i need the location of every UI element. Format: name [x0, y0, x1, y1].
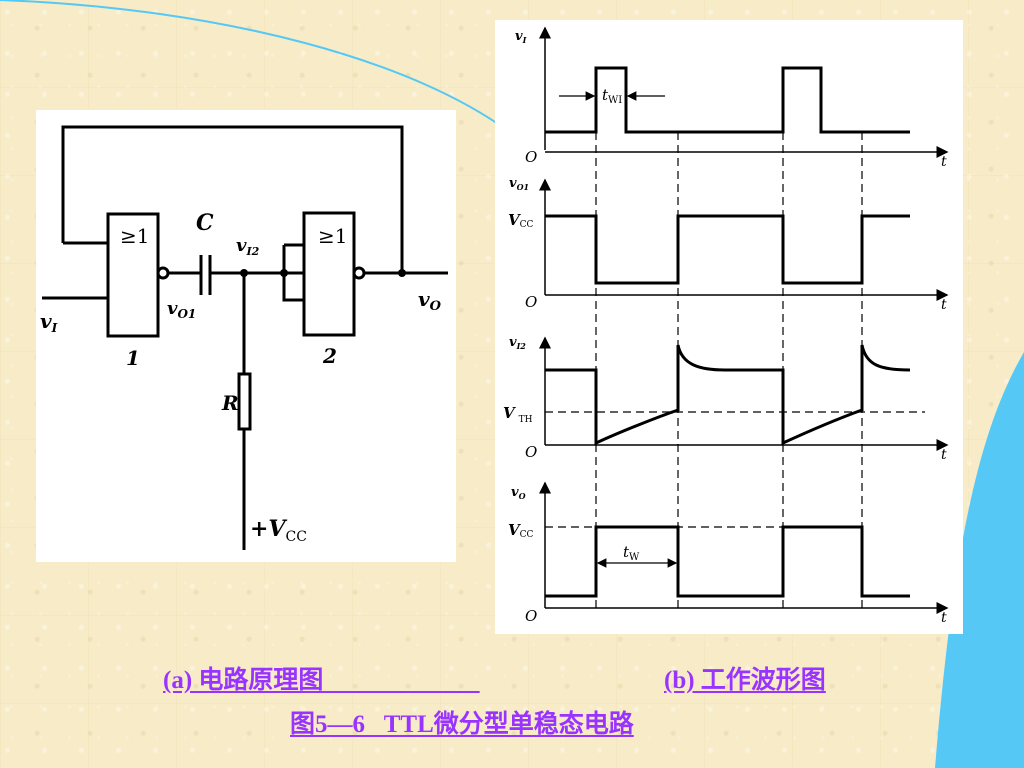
tw-label-sub: W: [629, 552, 640, 563]
tw-label: t: [623, 543, 630, 561]
caption-circuit-diagram[interactable]: (a) 电路原理图: [163, 667, 480, 694]
figure-title[interactable]: 图5—6 TTL微分型单稳态电路: [290, 711, 634, 738]
gate2-number: 2: [322, 344, 337, 368]
vo1-axis-label: v: [509, 176, 517, 191]
t-axis-label-4: t: [941, 610, 947, 626]
vo1-axis-label-sub: O1: [517, 182, 530, 192]
circuit-diagram-panel: ≥1 ≥1 1 2 C R vI vO1 vI2 vO +VCC: [36, 110, 456, 562]
output-label: v: [418, 287, 430, 311]
vth-label-sub: TH: [519, 415, 533, 425]
input-label: v: [40, 309, 52, 333]
gate1-number: 1: [126, 346, 140, 370]
t-axis-label-1: t: [941, 154, 947, 170]
output-label-sub: O: [430, 299, 442, 314]
circuit-diagram: ≥1 ≥1 1 2 C R vI vO1 vI2 vO +VCC: [40, 125, 448, 550]
vo-axis-label-sub: O: [519, 491, 526, 501]
t-axis-label-3: t: [941, 447, 947, 463]
gate2-input-b: [282, 245, 304, 302]
svg-text:vI: vI: [40, 309, 58, 335]
origin-label-1: O: [525, 148, 537, 166]
vi2-axis-label-sub: I2: [516, 341, 527, 351]
vo1-waveform: [545, 214, 910, 285]
vcc-level-label-2: V: [508, 521, 521, 539]
vi2-waveform: [545, 344, 911, 446]
twi-label: t: [602, 86, 609, 104]
vcc-label: +V: [250, 516, 287, 542]
node-output: [398, 269, 406, 277]
blue-corner-shape: [935, 352, 1024, 768]
vi-axis-label-sub: I: [522, 35, 527, 45]
vth-label: V: [503, 404, 516, 422]
svg-text:vO1: vO1: [167, 298, 196, 321]
vo1-label-sub: O1: [177, 307, 196, 321]
vo-waveform: [545, 525, 910, 598]
vcc-level-label-2-sub: CC: [520, 530, 534, 540]
vcc-label-sub: CC: [286, 529, 307, 545]
vi-axis-label: v: [515, 29, 523, 44]
origin-label-4: O: [525, 607, 537, 625]
vcc-level-label-1-sub: CC: [520, 220, 534, 230]
svg-text:vO: vO: [511, 485, 526, 501]
svg-text:vI2: vI2: [509, 335, 526, 351]
capacitor-label: C: [196, 210, 214, 236]
vo-axis-label: v: [511, 485, 519, 500]
vi2-label-sub: I2: [245, 245, 259, 258]
gate1-bubble: [156, 266, 170, 280]
svg-text:vO: vO: [418, 287, 442, 314]
svg-text:VTH: VTH: [503, 404, 533, 425]
gate2-bubble: [352, 266, 366, 280]
t-axis-label-2: t: [941, 297, 947, 313]
origin-label-2: O: [525, 293, 537, 311]
resistor-label: R: [221, 391, 239, 415]
input-label-sub: I: [51, 321, 58, 335]
svg-text:vI2: vI2: [236, 235, 260, 258]
caption-waveforms[interactable]: (b) 工作波形图: [664, 667, 826, 694]
svg-text:tW: tW: [623, 543, 640, 563]
svg-text:VCC: VCC: [508, 521, 534, 540]
gate2-symbol: ≥1: [318, 224, 347, 248]
svg-text:vO1: vO1: [509, 176, 529, 192]
node-gate2-input: [280, 269, 288, 277]
feedback-wire: [61, 125, 404, 273]
blue-arc-line: [0, 0, 521, 141]
vo1-label: v: [167, 298, 178, 319]
svg-text:+VCC: +VCC: [250, 516, 307, 545]
svg-text:vI: vI: [515, 29, 527, 45]
vi2-axis-label: v: [509, 335, 517, 350]
resistor-body: [237, 372, 252, 431]
vi-waveform: [545, 66, 910, 134]
node-vi2: [240, 269, 248, 277]
gate1-symbol: ≥1: [120, 224, 149, 248]
vi2-label: v: [236, 235, 247, 256]
svg-text:tWI: tWI: [602, 86, 622, 106]
origin-label-3: O: [525, 443, 537, 461]
svg-text:VCC: VCC: [508, 211, 534, 230]
vcc-level-label-1: V: [508, 211, 521, 229]
twi-label-sub: WI: [608, 95, 622, 106]
